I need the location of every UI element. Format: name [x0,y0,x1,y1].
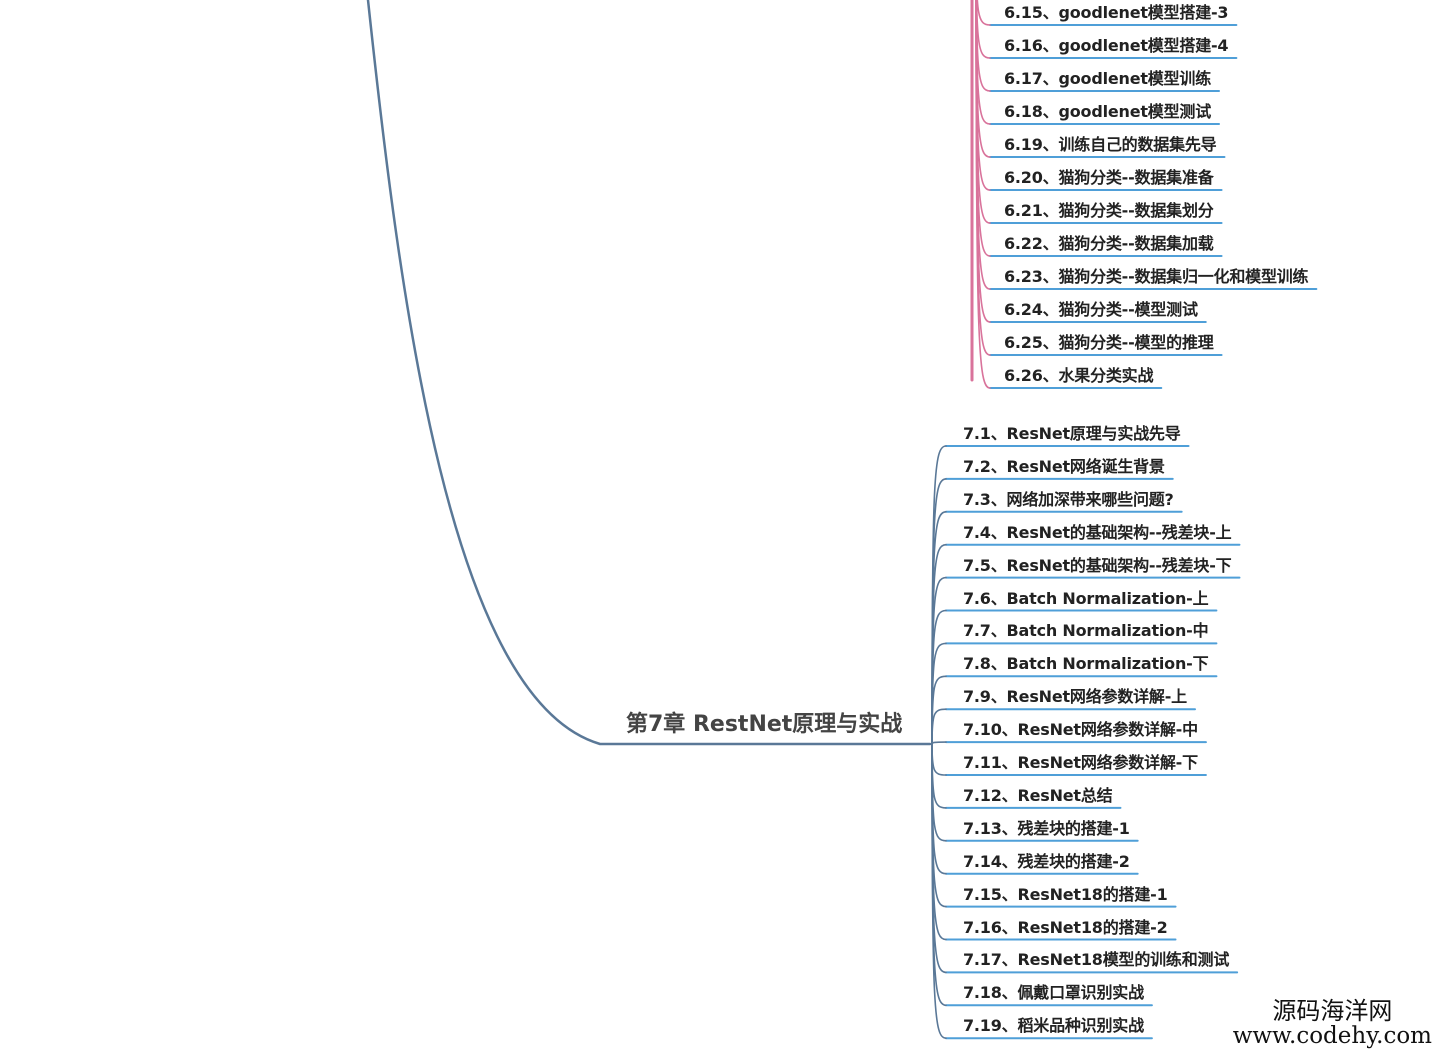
chapter7-connector [931,741,947,745]
chapter7-item[interactable]: 7.13、残差块的搭建-1 [963,818,1130,838]
chapter6-item[interactable]: 6.16、goodlenet模型搭建-4 [1004,36,1229,55]
chapter7-item[interactable]: 7.4、ResNet的基础架构--残差块-上 [963,522,1232,542]
chapter6-item[interactable]: 6.18、goodlenet模型测试 [1004,102,1211,121]
chapter7-title[interactable]: 第7章 RestNet原理与实战 [626,712,903,737]
chapter6-item[interactable]: 6.15、goodlenet模型搭建-3 [1004,3,1229,22]
watermark-line1: 源码海洋网 [1272,996,1393,1025]
chapter7-item[interactable]: 7.18、佩戴口罩识别实战 [963,983,1144,1003]
chapter6-connector [975,0,991,125]
chapter7-item[interactable]: 7.19、稻米品种识别实战 [963,1016,1144,1036]
chapter7-connector [931,743,947,875]
chapter7-item[interactable]: 7.17、ResNet18模型的训练和测试 [963,950,1230,970]
chapter6-item[interactable]: 6.24、猫狗分类--模型测试 [1004,300,1198,319]
chapter7-item[interactable]: 7.11、ResNet网络参数详解-下 [963,753,1198,772]
chapter6-item[interactable]: 6.19、训练自己的数据集先导 [1004,135,1217,154]
chapter7-connector [931,743,947,809]
chapter7-connector [931,743,947,776]
chapter7-item[interactable]: 7.10、ResNet网络参数详解-中 [963,720,1198,740]
chapter7-item[interactable]: 7.12、ResNet总结 [963,785,1113,805]
chapter6-connector [976,0,991,26]
chapter7-item[interactable]: 7.9、ResNet网络参数详解-上 [963,687,1187,707]
main-trunk [366,0,932,746]
chapter6-item[interactable]: 6.17、goodlenet模型训练 [1004,69,1211,88]
chapter7-item[interactable]: 7.15、ResNet18的搭建-1 [963,884,1168,904]
chapter7-item[interactable]: 7.6、Batch Normalization-上 [963,588,1209,608]
chapter7-item[interactable]: 7.1、ResNet原理与实战先导 [963,424,1181,443]
chapter6-item[interactable]: 6.20、猫狗分类--数据集准备 [1004,168,1214,187]
chapter7-item[interactable]: 7.16、ResNet18的搭建-2 [963,917,1168,937]
chapter6-connector [975,0,991,59]
chapter6-item[interactable]: 6.25、猫狗分类--模型的推理 [1004,333,1214,352]
chapter7-connector [931,743,947,1039]
chapter6-connector [975,0,991,92]
chapter7-item[interactable]: 7.5、ResNet的基础架构--残差块-下 [963,555,1232,575]
chapter7-item[interactable]: 7.8、Batch Normalization-下 [963,654,1209,674]
chapter7-item[interactable]: 7.7、Batch Normalization-中 [963,621,1209,641]
chapter7-item[interactable]: 7.3、网络加深带来哪些问题? [963,489,1174,509]
watermark-line2: www.codehy.com [1232,1022,1432,1049]
chapter6-item[interactable]: 6.26、水果分类实战 [1004,366,1154,385]
chapter6-item[interactable]: 6.22、猫狗分类--数据集加载 [1004,234,1214,253]
watermark: 源码海洋网 www.codehy.com [1232,996,1432,1049]
chapter7-connector [931,708,947,745]
chapter6-item[interactable]: 6.21、猫狗分类--数据集划分 [1004,201,1214,220]
chapter6-item[interactable]: 6.23、猫狗分类--数据集归一化和模型训练 [1004,267,1309,286]
chapter7-item[interactable]: 7.14、残差块的搭建-2 [963,851,1130,871]
chapter6-connector [975,0,991,389]
chapter7-item[interactable]: 7.2、ResNet网络诞生背景 [963,456,1165,476]
